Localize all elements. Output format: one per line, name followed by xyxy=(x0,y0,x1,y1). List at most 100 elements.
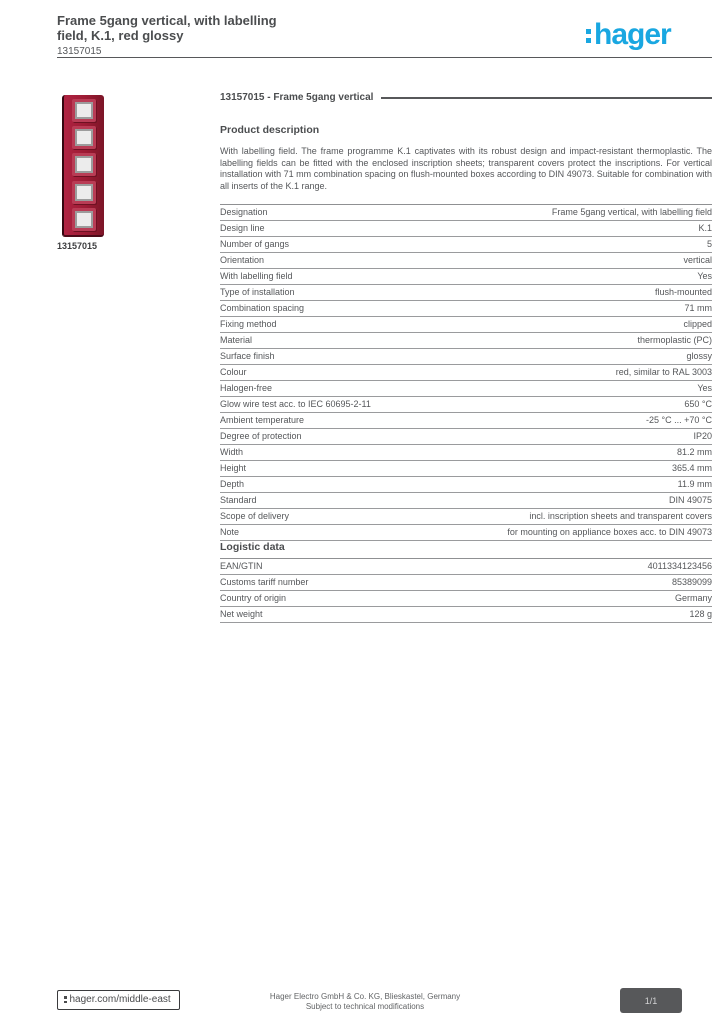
spec-row: Width 81.2 mm xyxy=(220,445,712,461)
spec-row: Type of installation flush-mounted xyxy=(220,285,712,301)
frame-window xyxy=(72,126,96,150)
spec-label: Halogen-free xyxy=(220,383,273,393)
description-heading: Product description xyxy=(220,124,320,136)
spec-label: Material xyxy=(220,335,253,345)
spec-value: vertical xyxy=(683,255,712,265)
spec-value: clipped xyxy=(683,319,712,329)
overview-row: 13157015 - Frame 5gang vertical xyxy=(220,92,712,103)
logistics-value: 4011334123456 xyxy=(647,561,712,571)
spec-value: 365.4 mm xyxy=(671,463,712,473)
spec-label: Fixing method xyxy=(220,319,277,329)
spec-label: Degree of protection xyxy=(220,431,302,441)
spec-label: Standard xyxy=(220,495,257,505)
spec-label: Width xyxy=(220,447,244,457)
spec-row: Note for mounting on appliance boxes acc… xyxy=(220,525,712,541)
logistics-row: Country of origin Germany xyxy=(220,591,712,607)
spec-label: Surface finish xyxy=(220,351,275,361)
spec-value: 81.2 mm xyxy=(676,447,712,457)
spec-row: Halogen-free Yes xyxy=(220,381,712,397)
spec-label: Ambient temperature xyxy=(220,415,305,425)
frame-window xyxy=(72,99,96,123)
footer-website-link[interactable]: hager.com/middle-east xyxy=(57,990,180,1010)
spec-label: With labelling field xyxy=(220,271,293,281)
hager-colon-icon xyxy=(586,29,591,43)
logistics-row: Customs tariff number 85389099 xyxy=(220,575,712,591)
spec-label: Number of gangs xyxy=(220,239,290,249)
footer-company-line: Hager Electro GmbH & Co. KG, Blieskastel… xyxy=(269,992,461,1001)
spec-row: With labelling field Yes xyxy=(220,269,712,285)
spec-value: for mounting on appliance boxes acc. to … xyxy=(507,527,712,537)
product-title-line1: Frame 5gang vertical, with labelling xyxy=(57,13,277,28)
spec-label: Type of installation xyxy=(220,287,295,297)
logistics-label: EAN/GTIN xyxy=(220,561,263,571)
spec-row: Number of gangs 5 xyxy=(220,237,712,253)
image-caption: 13157015 xyxy=(57,241,98,251)
description-text: With labelling field. The frame programm… xyxy=(220,146,712,191)
spec-value: red, similar to RAL 3003 xyxy=(615,367,712,377)
spec-label: Glow wire test acc. to IEC 60695-2-11 xyxy=(220,399,371,409)
logistics-value: 85389099 xyxy=(671,577,712,587)
spec-value: DIN 49075 xyxy=(668,495,712,505)
logistics-label: Net weight xyxy=(220,609,263,619)
spec-row: Material thermoplastic (PC) xyxy=(220,333,712,349)
logistics-label: Country of origin xyxy=(220,593,287,603)
spec-value: IP20 xyxy=(693,431,712,441)
spec-label: Height xyxy=(220,463,247,473)
spec-value: flush-mounted xyxy=(654,287,712,297)
spec-row: Design line K.1 xyxy=(220,221,712,237)
logistics-table: EAN/GTIN 4011334123456 Customs tariff nu… xyxy=(220,558,712,623)
product-image: 13157015 xyxy=(57,95,104,251)
spec-label: Depth xyxy=(220,479,245,489)
footer-center: Hager Electro GmbH & Co. KG, Blieskastel… xyxy=(250,992,480,1012)
logistics-heading: Logistic data xyxy=(220,541,285,553)
spec-value: Yes xyxy=(697,383,712,393)
header: Frame 5gang vertical, with labelling fie… xyxy=(57,13,527,57)
logistics-row: EAN/GTIN 4011334123456 xyxy=(220,559,712,575)
spec-row: Glow wire test acc. to IEC 60695-2-11 65… xyxy=(220,397,712,413)
footer-note-line: Subject to technical modifications xyxy=(305,1002,425,1011)
technical-characteristics-table: Designation Frame 5gang vertical, with l… xyxy=(220,204,712,541)
product-reference: 13157015 xyxy=(57,46,102,57)
spec-label: Scope of delivery xyxy=(220,511,290,521)
spec-row: Degree of protection IP20 xyxy=(220,429,712,445)
spec-row: Colour red, similar to RAL 3003 xyxy=(220,365,712,381)
spec-label: Orientation xyxy=(220,255,265,265)
spec-row: Ambient temperature -25 °C ... +70 °C xyxy=(220,413,712,429)
spec-row: Orientation vertical xyxy=(220,253,712,269)
spec-label: Note xyxy=(220,527,240,537)
spec-label: Designation xyxy=(220,207,268,217)
hager-colon-icon xyxy=(64,996,67,1003)
spec-row: Height 365.4 mm xyxy=(220,461,712,477)
hager-logo: hager xyxy=(586,20,672,50)
spec-row: Combination spacing 71 mm xyxy=(220,301,712,317)
spec-row: Fixing method clipped xyxy=(220,317,712,333)
spec-value: thermoplastic (PC) xyxy=(637,335,712,345)
spec-value: 71 mm xyxy=(684,303,712,313)
header-divider xyxy=(57,57,712,58)
spec-value: 11.9 mm xyxy=(677,479,712,489)
spec-row: Scope of delivery incl. inscription shee… xyxy=(220,509,712,525)
spec-value: 650 °C xyxy=(684,399,712,409)
spec-value: Yes xyxy=(697,271,712,281)
spec-label: Combination spacing xyxy=(220,303,305,313)
spec-row: Depth 11.9 mm xyxy=(220,477,712,493)
spec-label: Design line xyxy=(220,223,265,233)
spec-value: 5 xyxy=(706,239,712,249)
frame-5gang-red-image xyxy=(62,95,104,237)
spec-value: -25 °C ... +70 °C xyxy=(646,415,712,425)
footer-page-badge: 1/1 xyxy=(620,988,682,1013)
footer-website-text: hager.com/middle-east xyxy=(69,994,171,1005)
frame-window xyxy=(72,180,96,204)
spec-value: K.1 xyxy=(698,223,712,233)
frame-window xyxy=(72,153,96,177)
logistics-value: 128 g xyxy=(689,609,712,619)
frame-window xyxy=(72,207,96,231)
spec-row: Designation Frame 5gang vertical, with l… xyxy=(220,205,712,221)
logistics-value: Germany xyxy=(674,593,712,603)
logistics-row: Net weight 128 g xyxy=(220,607,712,623)
spec-value: glossy xyxy=(686,351,712,361)
product-title-line2: field, K.1, red glossy xyxy=(57,28,184,43)
logistics-label: Customs tariff number xyxy=(220,577,309,587)
spec-row: Standard DIN 49075 xyxy=(220,493,712,509)
